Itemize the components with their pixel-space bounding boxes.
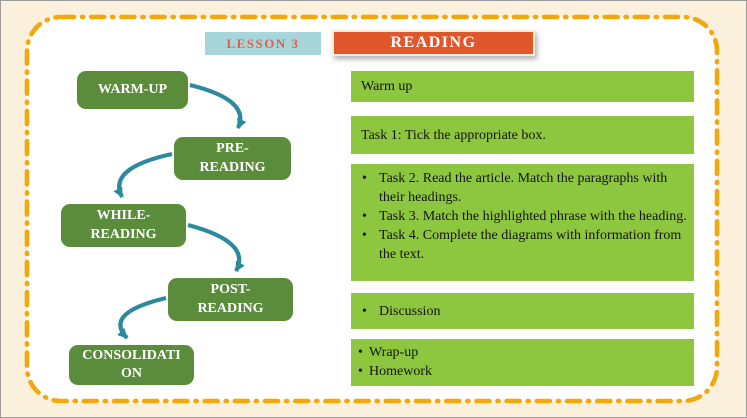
list-item: • Task 3. Match the highlighted phrase w… [359,207,688,226]
bullet-icon: • [358,364,363,379]
bullet-icon: • [362,171,367,186]
lesson-badge: LESSON 3 [205,32,321,55]
content-text: Task 1: Tick the appropriate box. [361,127,546,143]
flow-node-while-reading: WHILE- READING [61,204,186,247]
content-text: Discussion [379,303,441,319]
flow-node-pre-reading: PRE- READING [174,137,291,180]
flow-node-warm-up: WARM-UP [77,71,188,109]
flow-arrow [113,151,173,198]
bullet-icon: • [362,209,367,224]
content-text: Task 3. Match the highlighted phrase wit… [379,209,687,224]
flow-arrow [117,295,167,340]
bullet-icon: • [358,345,363,360]
content-text: Task 4. Complete the diagrams with infor… [379,228,682,262]
bullet-icon: • [362,228,367,243]
flow-node-consolidation: CONSOLIDATI ON [69,345,194,385]
bullet-icon: • [362,303,367,319]
content-box-task1: Task 1: Tick the appropriate box. [351,116,694,154]
content-box-warm-up: Warm up [351,71,694,102]
content-text: Task 2. Read the article. Match the para… [379,171,668,205]
list-item: • Task 4. Complete the diagrams with inf… [359,226,688,264]
flow-arrow [189,82,247,129]
slide-title: READING [332,30,535,56]
content-box-discussion: • Discussion [351,293,694,329]
content-box-wrap-up: • Wrap-up • Homework [351,339,694,386]
list-item: • Homework [358,362,688,381]
content-text: Warm up [361,79,413,94]
content-box-tasks: • Task 2. Read the article. Match the pa… [351,164,694,281]
flow-node-post-reading: POST- READING [168,278,293,321]
list-item: • Wrap-up [358,343,688,362]
content-text: Wrap-up [369,345,419,360]
list-item: • Task 2. Read the article. Match the pa… [359,169,688,207]
flow-arrow [187,222,245,273]
content-text: Homework [369,364,432,379]
